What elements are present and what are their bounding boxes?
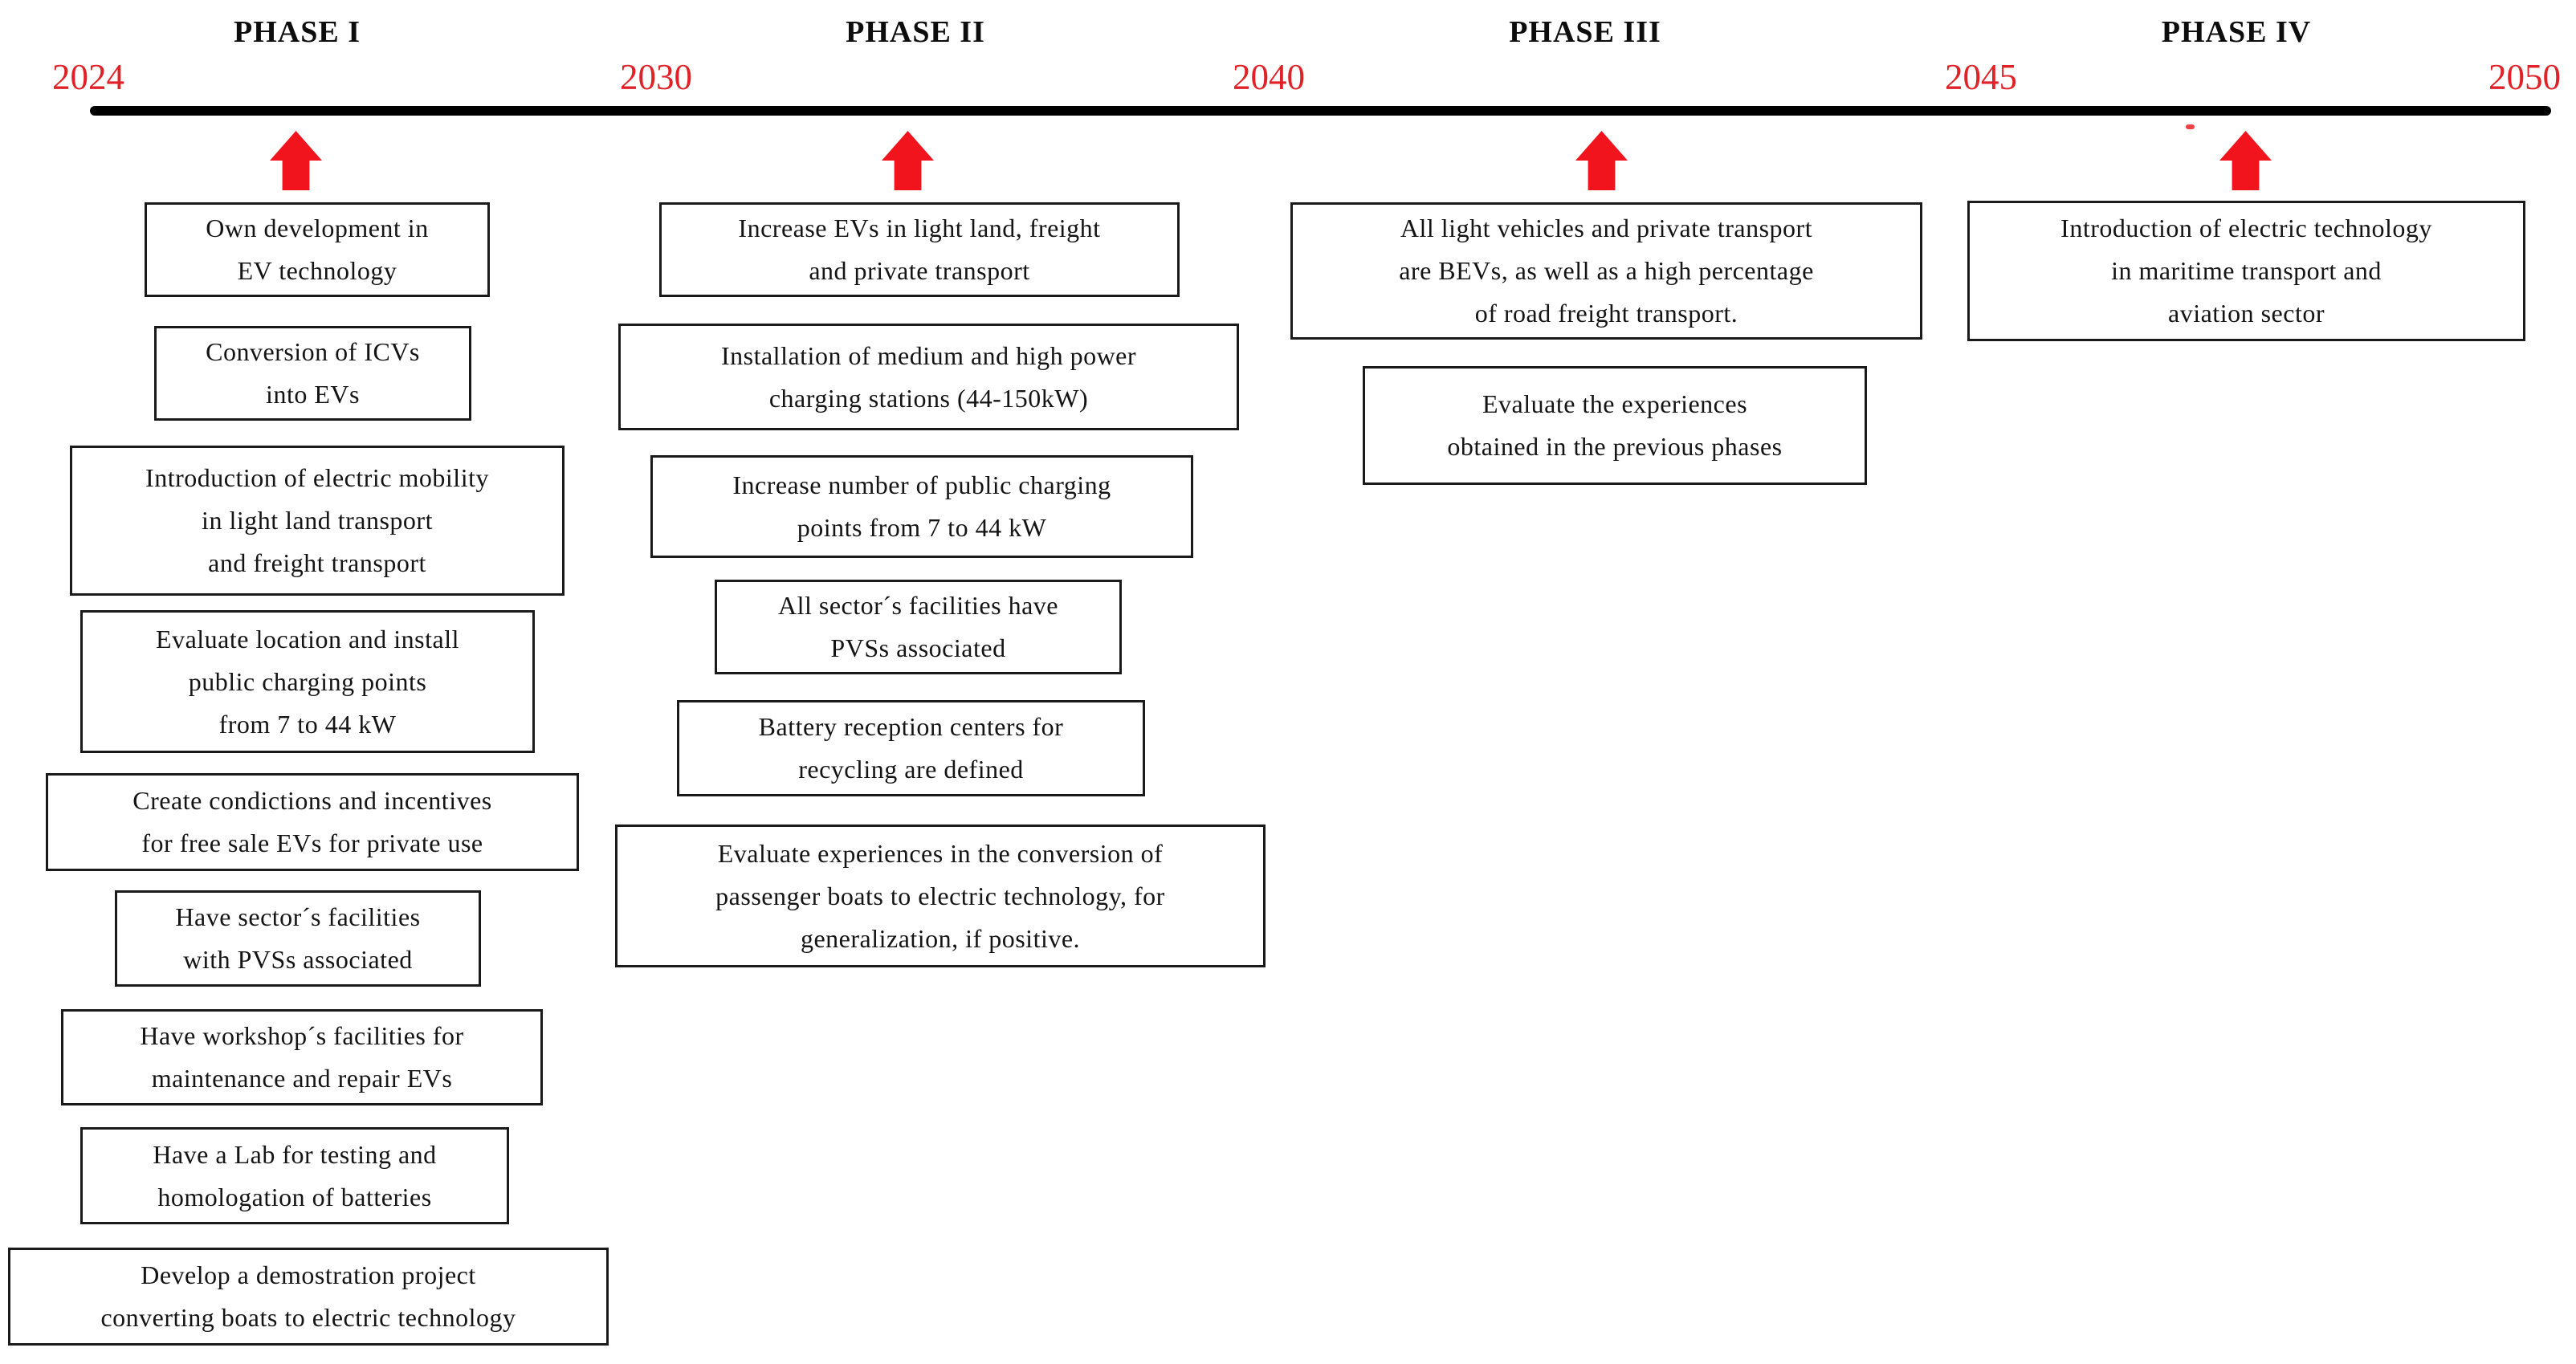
up-arrow-icon	[2219, 131, 2272, 190]
phase-title-2: PHASE II	[846, 15, 985, 49]
stray-red-mark	[2186, 124, 2195, 129]
phase-title-4: PHASE IV	[2161, 15, 2312, 49]
phase-title-1: PHASE I	[234, 15, 361, 49]
milestone-text: Have a Lab for testing and homologation …	[153, 1139, 437, 1211]
milestone-box: Develop a demostration project convertin…	[8, 1248, 609, 1346]
milestone-box: Battery reception centers for recycling …	[677, 700, 1145, 796]
year-label-2040: 2040	[1233, 57, 1305, 97]
up-arrow-icon	[1575, 131, 1628, 190]
milestone-box: Introduction of electric mobility in lig…	[70, 446, 565, 596]
milestone-text: Own development in EV technology	[206, 214, 429, 285]
milestone-box: Have sector´s facilities with PVSs assoc…	[115, 890, 481, 987]
milestone-text: Increase EVs in light land, freight and …	[738, 214, 1101, 285]
up-arrow-icon	[882, 131, 934, 190]
milestone-box: Evaluate location and install public cha…	[80, 610, 535, 753]
milestone-box: Installation of medium and high power ch…	[618, 324, 1239, 430]
milestone-box: Conversion of ICVs into EVs	[154, 326, 471, 421]
milestone-text: Evaluate experiences in the conversion o…	[715, 838, 1165, 953]
milestone-text: Introduction of electric technology in m…	[2060, 214, 2432, 328]
milestone-box: Evaluate the experiences obtained in the…	[1363, 366, 1867, 485]
milestone-text: Evaluate location and install public cha…	[156, 624, 459, 739]
year-label-2050: 2050	[2488, 57, 2561, 97]
milestone-box: Own development in EV technology	[145, 202, 490, 297]
milestone-text: Introduction of electric mobility in lig…	[145, 463, 489, 577]
milestone-text: Battery reception centers for recycling …	[758, 712, 1064, 784]
milestone-text: Installation of medium and high power ch…	[720, 340, 1137, 413]
milestone-text: Increase number of public charging point…	[732, 470, 1111, 542]
timeline-axis	[90, 106, 2551, 116]
year-label-2024: 2024	[52, 57, 124, 97]
milestone-text: Have workshop´s facilities for maintenan…	[140, 1021, 464, 1093]
milestone-text: Develop a demostration project convertin…	[100, 1260, 516, 1332]
milestone-text: Evaluate the experiences obtained in the…	[1447, 389, 1783, 461]
milestone-box: Increase number of public charging point…	[650, 455, 1193, 558]
phase-title-3: PHASE III	[1509, 15, 1661, 49]
milestone-text: Conversion of ICVs into EVs	[206, 337, 420, 409]
year-label-2045: 2045	[1945, 57, 2017, 97]
milestone-box: Introduction of electric technology in m…	[1967, 201, 2525, 341]
milestone-box: Have workshop´s facilities for maintenan…	[61, 1009, 543, 1105]
up-arrow-icon	[270, 131, 322, 190]
milestone-box: All light vehicles and private transport…	[1290, 202, 1922, 340]
milestone-text: All sector´s facilities have PVSs associ…	[778, 591, 1058, 662]
milestone-box: Increase EVs in light land, freight and …	[659, 202, 1180, 297]
milestone-box: All sector´s facilities have PVSs associ…	[715, 580, 1122, 674]
milestone-box: Evaluate experiences in the conversion o…	[615, 825, 1266, 967]
milestone-text: Have sector´s facilities with PVSs assoc…	[175, 902, 421, 974]
milestone-box: Create condictions and incentives for fr…	[46, 773, 579, 871]
milestone-text: All light vehicles and private transport…	[1399, 214, 1814, 328]
milestone-box: Have a Lab for testing and homologation …	[80, 1127, 509, 1224]
year-label-2030: 2030	[620, 57, 692, 97]
milestone-text: Create condictions and incentives for fr…	[132, 786, 492, 857]
